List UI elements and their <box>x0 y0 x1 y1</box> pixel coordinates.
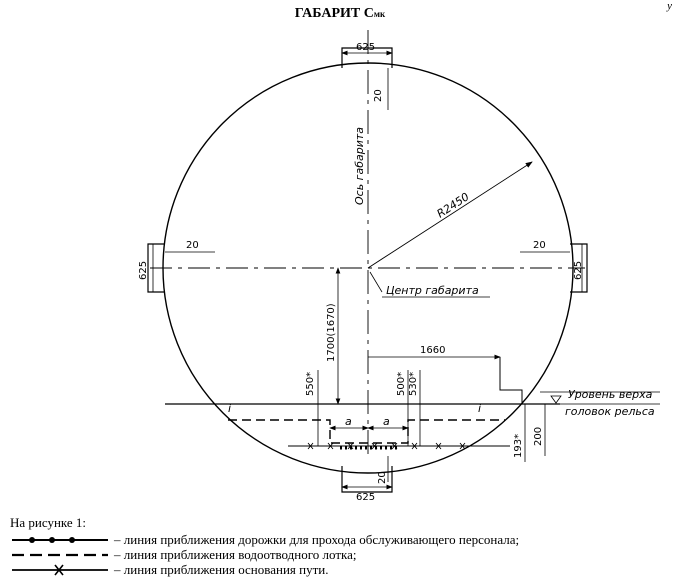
dim-right-step-b: 530* <box>408 372 419 396</box>
center-label: Центр габарита <box>386 284 479 297</box>
left-lug <box>147 243 165 293</box>
dim-right-step-a: 500* <box>396 372 407 396</box>
radius-label: R2450 <box>435 190 472 220</box>
mark-i-right: i <box>478 402 481 415</box>
legend-item-trough: – линия приближения водоотводного лотка; <box>10 547 670 562</box>
dim-bottom-width: 625 <box>356 492 375 503</box>
dim-right-height: 625 <box>573 261 584 280</box>
trough-line <box>228 419 505 444</box>
legend-dash-line-icon <box>12 553 108 556</box>
mark-a-right: a <box>383 415 390 428</box>
level-triangle-icon <box>550 395 562 404</box>
dim-right-offset: 20 <box>533 240 546 251</box>
legend-cross-line-icon <box>12 564 108 575</box>
title-main: ГАБАРИТ С <box>294 6 374 21</box>
legend-dot-line-icon <box>12 536 108 543</box>
rail-level-line1: Уровень верха <box>568 388 653 401</box>
legend-item-walkway: – линия приближения дорожки для прохода … <box>10 532 670 547</box>
page-mark: у <box>667 0 672 12</box>
top-lug <box>341 47 393 68</box>
dim-level-193: 193* <box>513 434 524 458</box>
dim-left-step: 550* <box>305 372 316 396</box>
dim-top-height: 20 <box>373 89 384 102</box>
legend-text-track-base: – линия приближения основания пути. <box>114 562 329 577</box>
clearance-diagram: 625 20 625 20 625 20 Ось габарита R2450 … <box>138 30 660 503</box>
title-subscript: мк <box>373 9 386 19</box>
dim-left-offset: 20 <box>186 240 199 251</box>
mark-i-left: i <box>228 402 231 415</box>
legend: На рисунке 1: – линия приближения дорожк… <box>10 515 670 577</box>
bottom-lug <box>341 466 393 493</box>
radius-line <box>367 161 533 269</box>
rail-level-line2: головок рельса <box>565 405 655 418</box>
dim-left-height: 625 <box>138 261 149 280</box>
legend-item-track-base: – линия приближения основания пути. <box>10 562 670 577</box>
axis-label: Ось габарита <box>353 127 366 205</box>
diagram-title: ГАБАРИТ Смк <box>0 6 680 22</box>
dim-top-width: 625 <box>356 42 375 53</box>
right-step <box>499 357 523 404</box>
dim-center-height: 1700(1670) <box>326 303 337 362</box>
legend-heading: На рисунке 1: <box>10 515 87 530</box>
legend-text-walkway: – линия приближения дорожки для прохода … <box>114 532 520 547</box>
right-lug <box>570 243 588 293</box>
dim-level-200: 200 <box>533 427 544 446</box>
dim-bottom-height: 20 <box>377 471 388 484</box>
mark-a-left: a <box>345 415 352 428</box>
legend-text-trough: – линия приближения водоотводного лотка; <box>114 547 357 562</box>
dim-half-width: 1660 <box>420 345 445 356</box>
